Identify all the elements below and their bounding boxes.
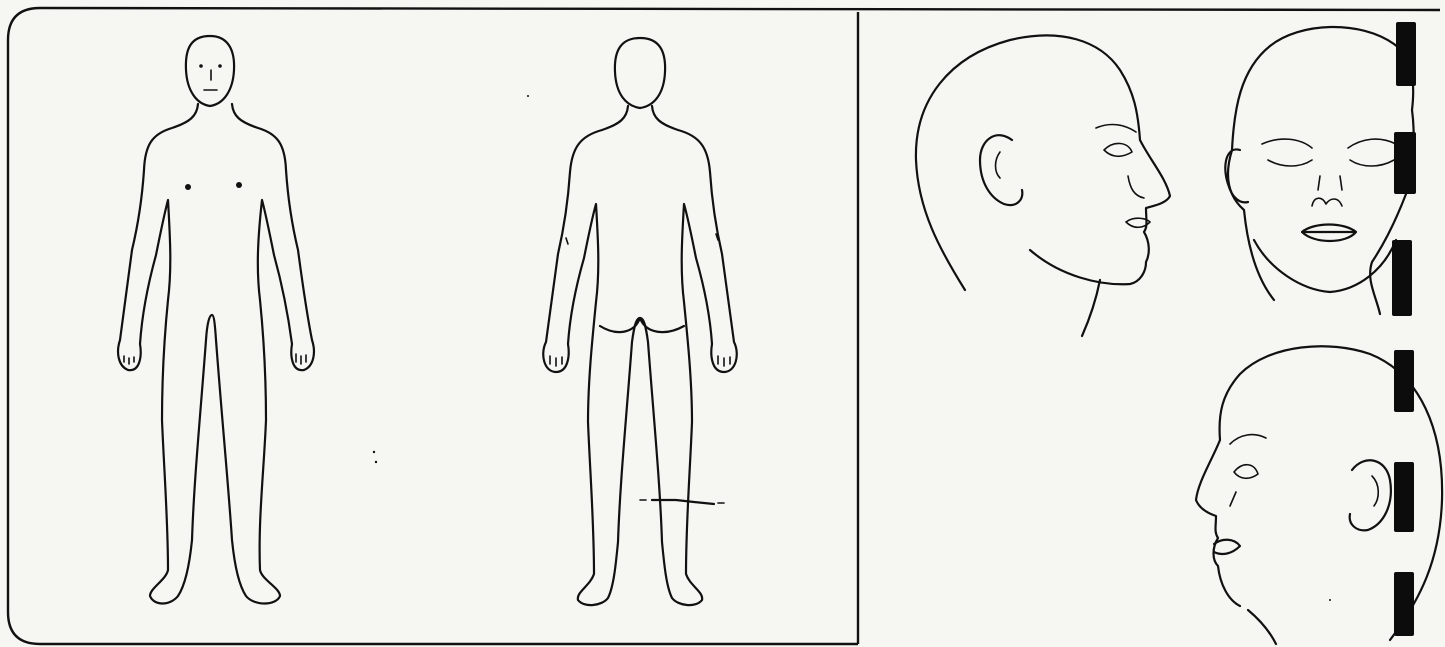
- front-view-nostrils: [1312, 198, 1342, 206]
- head-front-view: [1225, 27, 1413, 314]
- front-view-chin: [1254, 240, 1396, 292]
- front-chest-dot-left: [185, 184, 191, 190]
- back-left-fingers: [550, 356, 562, 366]
- front-view-left-brow: [1262, 139, 1312, 148]
- left-profile-nostril: [1230, 492, 1236, 506]
- binding-tab-1: [1396, 22, 1416, 86]
- front-left-eye: [199, 64, 203, 68]
- left-profile-neck: [1248, 610, 1276, 644]
- front-right-eye: [218, 64, 222, 68]
- front-view-lips: [1302, 225, 1356, 242]
- front-view-right-brow: [1348, 139, 1396, 148]
- right-profile-outline: [916, 35, 1170, 290]
- left-profile-brow: [1230, 435, 1266, 444]
- right-profile-eye: [1104, 143, 1132, 156]
- back-right-fingers: [718, 356, 730, 366]
- right-profile-nostril: [1128, 176, 1144, 198]
- left-panel-frame: [8, 8, 1440, 644]
- binding-tab-6: [1394, 572, 1414, 636]
- front-body-figure: [118, 36, 314, 604]
- right-profile-neck: [1082, 280, 1100, 336]
- back-leg-mark: [652, 500, 714, 504]
- right-profile-ear-inner: [996, 152, 1001, 178]
- left-profile-eye: [1234, 465, 1258, 479]
- front-view-left-eye: [1268, 160, 1312, 166]
- front-view-head-outline: [1228, 27, 1414, 314]
- paper-speckles: [373, 95, 1331, 601]
- front-head-outline: [186, 36, 234, 106]
- back-buttocks-line: [600, 318, 684, 332]
- left-profile-lips: [1214, 540, 1240, 554]
- binding-tab-3: [1392, 240, 1412, 316]
- left-profile-ear-inner: [1372, 476, 1378, 506]
- front-view-right-eye: [1350, 160, 1394, 166]
- back-head-outline: [615, 38, 665, 108]
- right-profile-brow: [1096, 125, 1136, 132]
- binding-tab-2: [1394, 132, 1416, 194]
- right-profile-ear: [980, 135, 1022, 205]
- binding-tab-4: [1394, 350, 1414, 412]
- front-left-fingers: [124, 356, 134, 364]
- front-chest-dot-right: [236, 182, 242, 188]
- back-body-figure: [543, 38, 737, 605]
- front-right-fingers: [296, 354, 306, 364]
- back-body-outline: [543, 106, 737, 605]
- back-left-elbow-mark: [566, 238, 568, 244]
- binding-tab-5: [1394, 462, 1414, 532]
- left-profile-ear: [1350, 460, 1391, 530]
- front-view-nose-bridge: [1318, 176, 1342, 190]
- head-right-profile: [916, 35, 1170, 336]
- front-body-outline: [118, 104, 314, 604]
